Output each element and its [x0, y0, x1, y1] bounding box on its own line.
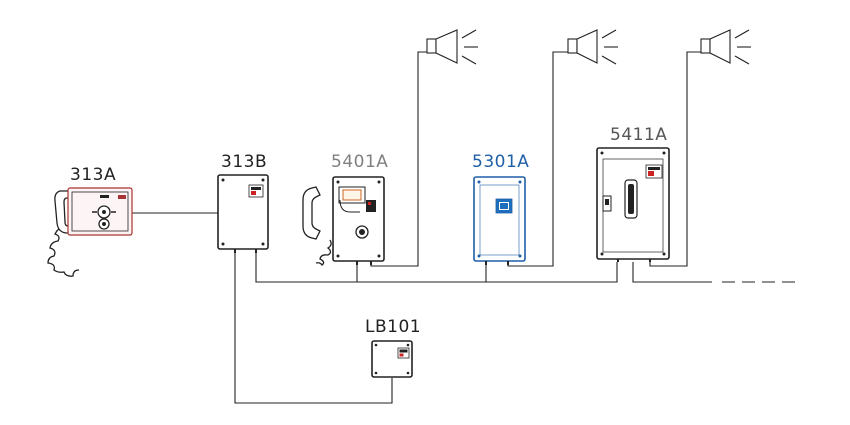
device-5411a: 5411A: [596, 125, 670, 262]
device-313b: 313B: [217, 152, 269, 253]
device-313a: 313A: [47, 165, 133, 277]
wire-main-bus: [255, 250, 618, 283]
label-lb101: LB101: [365, 317, 421, 337]
amplifier-box: [473, 176, 526, 262]
coiled-cord: [47, 225, 80, 277]
wiring: [132, 51, 800, 404]
device-lb101: LB101: [365, 317, 421, 378]
label-5401a: 5401A: [331, 152, 388, 172]
wire-5411a-speaker3: [649, 51, 701, 267]
junction-box: [371, 340, 413, 378]
nameplate: [397, 347, 410, 359]
wire-313b-lb101: [234, 250, 393, 404]
coiled-cord: [315, 239, 332, 266]
handset-icon: [302, 186, 321, 240]
label-5411a: 5411A: [610, 125, 667, 145]
device-5401a: 5401A: [302, 152, 388, 266]
label-5301a: 5301A: [472, 152, 529, 172]
device-5301a: 5301A: [472, 152, 529, 265]
label-313b: 313B: [221, 152, 267, 172]
speaker-horn-3: [700, 29, 751, 65]
speaker-horn-1: [426, 29, 478, 65]
wire-continuation: [632, 262, 712, 283]
speaker-horn-2: [567, 29, 618, 65]
label-313a: 313A: [70, 165, 116, 185]
